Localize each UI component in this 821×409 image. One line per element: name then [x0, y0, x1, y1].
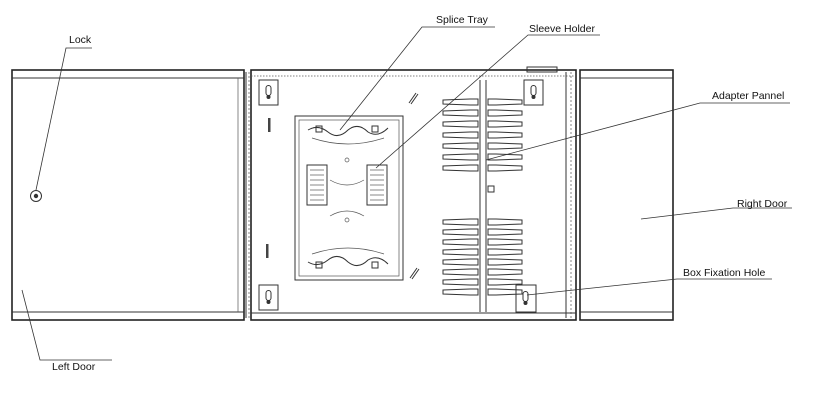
right-door [579, 69, 674, 321]
adapter-port-lower-2 [442, 228, 523, 236]
label-adapter-pannel: Adapter Pannel [712, 90, 784, 102]
label-lock: Lock [69, 34, 92, 46]
adapter-pannel [442, 80, 523, 312]
adapter-port-lower-7 [442, 278, 523, 286]
adapter-ports [442, 98, 523, 296]
slot-marks [266, 92, 420, 280]
left-hinge [245, 72, 250, 318]
adapter-port-upper-5 [442, 142, 523, 150]
adapter-port-upper-7 [442, 164, 523, 172]
adapter-port-lower-1 [442, 218, 523, 226]
label-splice-tray: Splice Tray [436, 14, 489, 26]
label-box-fixation-hole: Box Fixation Hole [683, 267, 765, 279]
leader-lines [21, 26, 792, 361]
box-fixation-hole-top-right [523, 79, 544, 106]
label-left-door: Left Door [52, 361, 96, 373]
sleeve-holder-left [306, 164, 328, 206]
right-hinge [565, 72, 572, 318]
left-door [11, 69, 245, 321]
adapter-port-lower-8 [442, 288, 523, 296]
adapter-port-upper-1 [442, 98, 523, 106]
label-right-door: Right Door [737, 198, 788, 210]
lock-icon [30, 190, 42, 202]
adapter-port-upper-6 [442, 153, 523, 161]
adapter-port-lower-3 [442, 238, 523, 246]
adapter-port-lower-6 [442, 268, 523, 276]
box-fixation-hole-bottom-left [258, 284, 279, 311]
adapter-port-lower-5 [442, 258, 523, 266]
adapter-port-lower-4 [442, 248, 523, 256]
adapter-port-upper-2 [442, 109, 523, 117]
box-fixation-hole-top-left [258, 79, 279, 106]
box-fixation-hole-bottom-right [515, 284, 537, 313]
sleeve-holder-right [366, 164, 388, 206]
adapter-port-upper-3 [442, 120, 523, 128]
main-box [250, 66, 577, 321]
label-sleeve-holder: Sleeve Holder [529, 23, 595, 35]
splice-tray [294, 115, 404, 281]
adapter-port-upper-4 [442, 131, 523, 139]
